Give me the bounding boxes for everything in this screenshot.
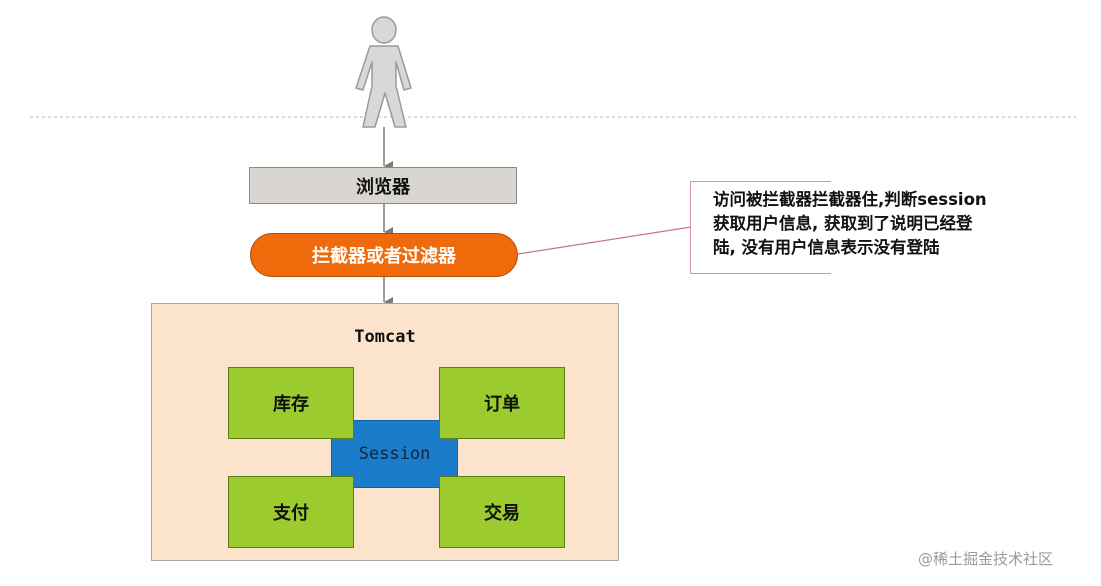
browser-label: 浏览器 bbox=[356, 176, 410, 198]
module-label: 订单 bbox=[484, 394, 520, 415]
note-callout: 访问被拦截器拦截器住,判断session 获取用户信息, 获取到了说明已经登 陆… bbox=[691, 182, 1061, 273]
person-icon bbox=[355, 16, 412, 128]
module-payment: 支付 bbox=[228, 476, 354, 548]
module-label: 库存 bbox=[273, 394, 309, 415]
note-line-2: 获取用户信息, 获取到了说明已经登 bbox=[713, 214, 973, 233]
note-connector bbox=[517, 226, 692, 255]
module-inventory: 库存 bbox=[228, 367, 354, 439]
interceptor-label: 拦截器或者过滤器 bbox=[312, 246, 456, 267]
note-line-1: 访问被拦截器拦截器住,判断session bbox=[713, 190, 987, 209]
module-trade: 交易 bbox=[439, 476, 565, 548]
module-label: 交易 bbox=[484, 503, 520, 524]
watermark: @稀土掘金技术社区 bbox=[918, 550, 1054, 568]
module-order: 订单 bbox=[439, 367, 565, 439]
session-label: Session bbox=[358, 444, 431, 464]
module-label: 支付 bbox=[273, 503, 309, 524]
tomcat-title: Tomcat bbox=[354, 327, 416, 347]
browser-box: 浏览器 bbox=[249, 167, 517, 204]
note-line-3: 陆, 没有用户信息表示没有登陆 bbox=[713, 238, 940, 257]
interceptor-box: 拦截器或者过滤器 bbox=[250, 233, 518, 277]
